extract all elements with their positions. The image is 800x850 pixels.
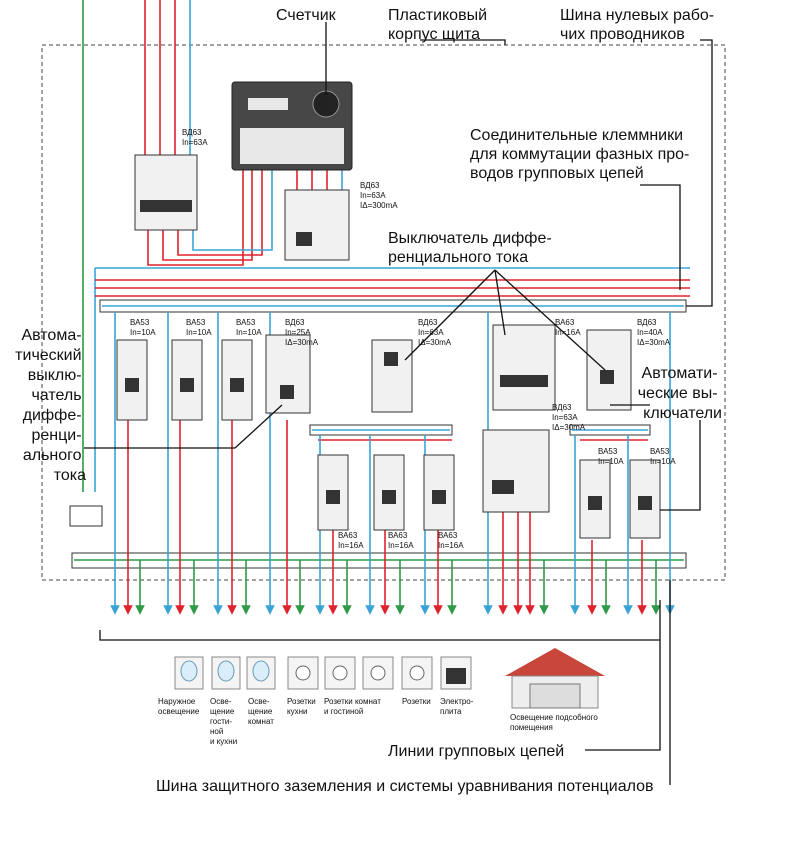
leader-lines bbox=[84, 22, 713, 785]
switch-box bbox=[69, 505, 103, 527]
svg-text:Розетки: Розетки bbox=[402, 697, 431, 706]
meter-wiring bbox=[147, 170, 343, 266]
phase-buses bbox=[94, 267, 690, 492]
breakers-label: Автомати- ческие вы- ключатели bbox=[638, 365, 722, 422]
group-lines-label: Линии групповых цепей bbox=[388, 743, 564, 760]
breaker-row-2 bbox=[317, 454, 661, 539]
incoming-lines bbox=[82, 0, 191, 492]
main-breaker bbox=[134, 154, 198, 231]
rcbo-label: Автома- тический выклю- чатель диффе- ре… bbox=[15, 327, 86, 484]
load-icons bbox=[174, 648, 605, 709]
svg-text:Электро-плита: Электро-плита bbox=[440, 697, 474, 716]
terminals-label: Соединительные клеммники для коммутации … bbox=[470, 127, 694, 182]
electricity-meter bbox=[231, 81, 353, 171]
rcd-top bbox=[284, 189, 350, 261]
outgoing-lines bbox=[110, 312, 675, 615]
rcd-label: Выключатель диффе- ренциального тока bbox=[388, 230, 556, 266]
breaker-row-1 bbox=[116, 324, 632, 513]
case-label: Пластиковый корпус щита bbox=[388, 7, 491, 43]
ground-bus-label: Шина защитного заземления и системы урав… bbox=[156, 778, 654, 795]
meter-label: Счетчик bbox=[276, 7, 337, 24]
neutral-bus-label: Шина нулевых рабо- чих проводников bbox=[560, 7, 719, 43]
